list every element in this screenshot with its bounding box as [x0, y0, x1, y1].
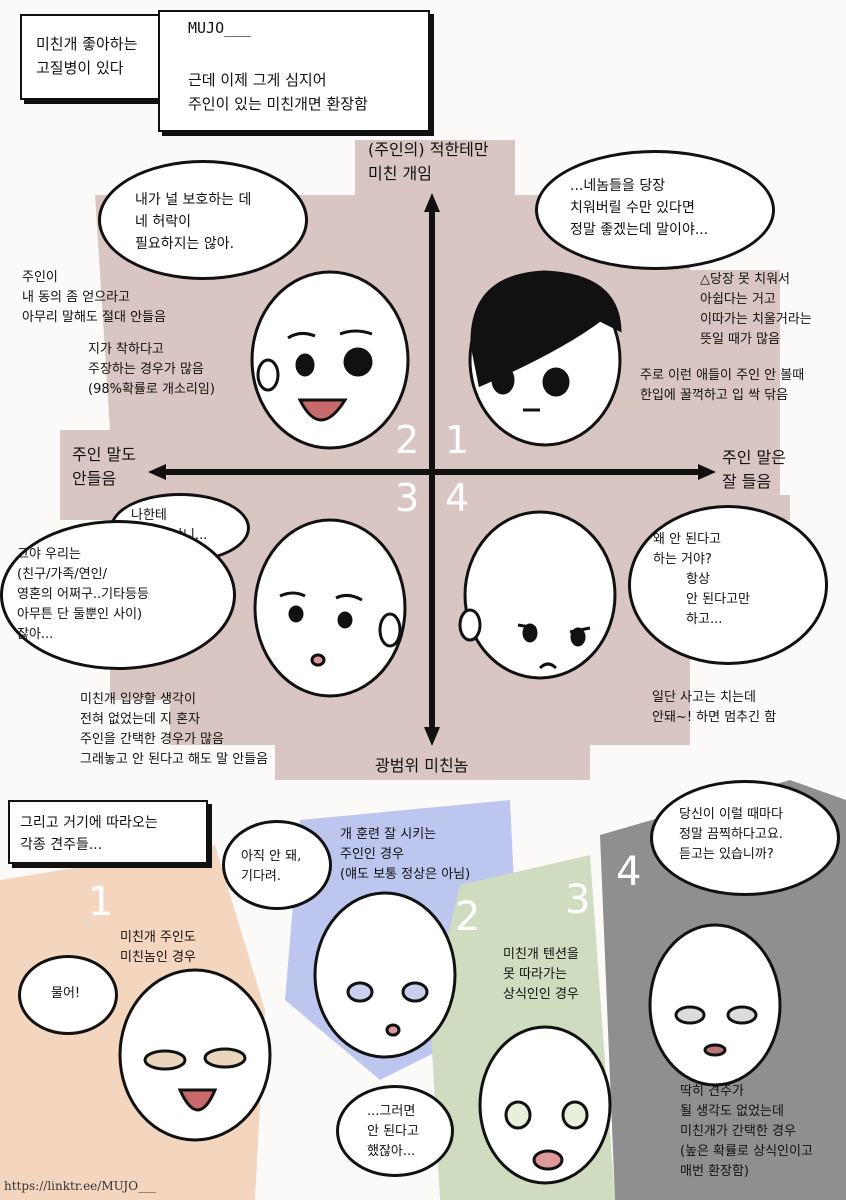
axis-arrow-right [698, 464, 716, 480]
note-q3: 미친개 입양할 생각이 전혀 없었는데 지 혼자 주인을 간택한 경우가 많음 … [80, 692, 269, 767]
owner1-speech-bubble: 물어! [18, 955, 118, 1035]
face-owner2 [313, 891, 457, 1059]
owner3-number: 3 [565, 877, 591, 923]
face-q4 [458, 510, 617, 680]
owner1-label: 미친개 주인도 미친놈인 경우 [120, 930, 196, 965]
owner3-label: 미친개 텐션을 못 따라가는 상식인인 경우 [503, 947, 579, 1002]
owner4-speech-bubble: 당신이 이럴 때마다 정말 끔찍하다고요. 듣고는 있습니까? [650, 780, 840, 896]
face-q2 [250, 270, 410, 450]
face-owner4 [648, 923, 782, 1087]
owner1-speech-text: 물어! [51, 986, 81, 1001]
quadrant-number-4: 4 [445, 476, 470, 520]
owner2-speech-text: 아직 안 돼, 기다려. [241, 849, 302, 884]
section2-title: 그리고 거기에 따라오는 각종 견주들... [20, 815, 158, 853]
owner2-label: 개 훈련 잘 시키는 주인인 경우 (얘도 보통 정상은 아님) [340, 827, 471, 882]
speech-bubble-q1: ...네놈들을 당장 치워버릴 수만 있다면 정말 좋겠는데 말이야... [535, 150, 775, 270]
speech-text-q1: ...네놈들을 당장 치워버릴 수만 있다면 정말 좋겠는데 말이야... [570, 178, 709, 238]
speech-bubble-q3-large: 그야 우리는 (친구/가족/연인/ 영혼의 어쩌구..기타등등 아무튼 단 둘뿐… [0, 520, 236, 670]
face-owner3 [478, 1025, 612, 1185]
note-q2-2: 지가 착하다고 주장하는 경우가 많음 (98%확률로 개소리임) [88, 342, 215, 397]
axis-label-right: 주인 말은 잘 들음 [722, 448, 786, 491]
axis-label-left: 주인 말도 안들음 [72, 445, 136, 488]
title-text: 미친개 좋아하는 고질병이 있다 [36, 35, 138, 77]
owner3-speech-bubble: ...그러면 안 된다고 했잖아... [336, 1085, 454, 1177]
note-q1-2: 주로 이런 애들이 주인 안 볼때 한입에 꿀꺽하고 입 싹 닦음 [640, 368, 805, 403]
speech-bubble-q4: 왜 안 된다고 하는 거야? 항상 안 된다고만 하고... [628, 505, 828, 665]
note-q4: 일단 사고는 치는데 안돼~! 하면 멈추긴 함 [652, 690, 777, 725]
owner3-speech-text: ...그러면 안 된다고 했잖아... [367, 1104, 419, 1159]
owner1-number: 1 [88, 879, 114, 925]
author-name: MUJO___ [188, 19, 252, 37]
axis-label-bottom: 광범위 미친놈 [375, 756, 469, 775]
speech-text-q4: 왜 안 된다고 하는 거야? 항상 안 된다고만 하고... [653, 532, 750, 627]
axis-label-top: (주인의) 적한테만 미친 개임 [368, 140, 489, 183]
owner4-label: 딱히 견주가 될 생각도 없었는데 미친개가 간택한 경우 (높은 확률로 상식… [680, 1084, 813, 1179]
subtitle-text: 근데 이제 그게 심지어 주인이 있는 미친개면 환장함 [188, 71, 368, 113]
footer-link[interactable]: https://linktr.ee/MUJO___ [4, 1179, 157, 1193]
axis-arrow-up [424, 193, 440, 212]
owner4-speech-text: 당신이 이럴 때마다 정말 끔찍하다고요. 듣고는 있습니까? [679, 807, 783, 862]
owner4-number: 4 [616, 849, 642, 895]
quadrant-number-2: 2 [395, 418, 420, 462]
owner2-number: 2 [455, 894, 481, 940]
face-q3 [253, 518, 407, 698]
section2-title-box: 그리고 거기에 따라오는 각종 견주들... [8, 800, 208, 864]
owner2-speech-bubble: 아직 안 돼, 기다려. [222, 820, 332, 910]
speech-text-q2: 내가 널 보호하는 데 네 허락이 필요하지는 않아. [135, 192, 252, 252]
quadrant-number-1: 1 [445, 418, 470, 462]
speech-bubble-q2: 내가 널 보호하는 데 네 허락이 필요하지는 않아. [98, 160, 308, 280]
face-q1 [468, 270, 622, 447]
axis-arrow-down [424, 727, 440, 746]
note-q1-1: △당장 못 치워서 아쉽다는 거고 이따가는 치울거라는 뜻일 때가 많음 [700, 272, 812, 347]
note-q2-1: 주인이 내 동의 좀 얻으라고 아무리 말해도 절대 안들음 [22, 270, 166, 325]
speech-text-q3-large: 그야 우리는 (친구/가족/연인/ 영혼의 어쩌구..기타등등 아무튼 단 둘뿐… [17, 547, 149, 642]
axis-arrow-left [148, 464, 166, 480]
quadrant-number-3: 3 [395, 476, 420, 520]
face-owner1 [118, 968, 272, 1142]
subtitle-box: MUJO___ 근데 이제 그게 심지어 주인이 있는 미친개면 환장함 [158, 10, 430, 132]
